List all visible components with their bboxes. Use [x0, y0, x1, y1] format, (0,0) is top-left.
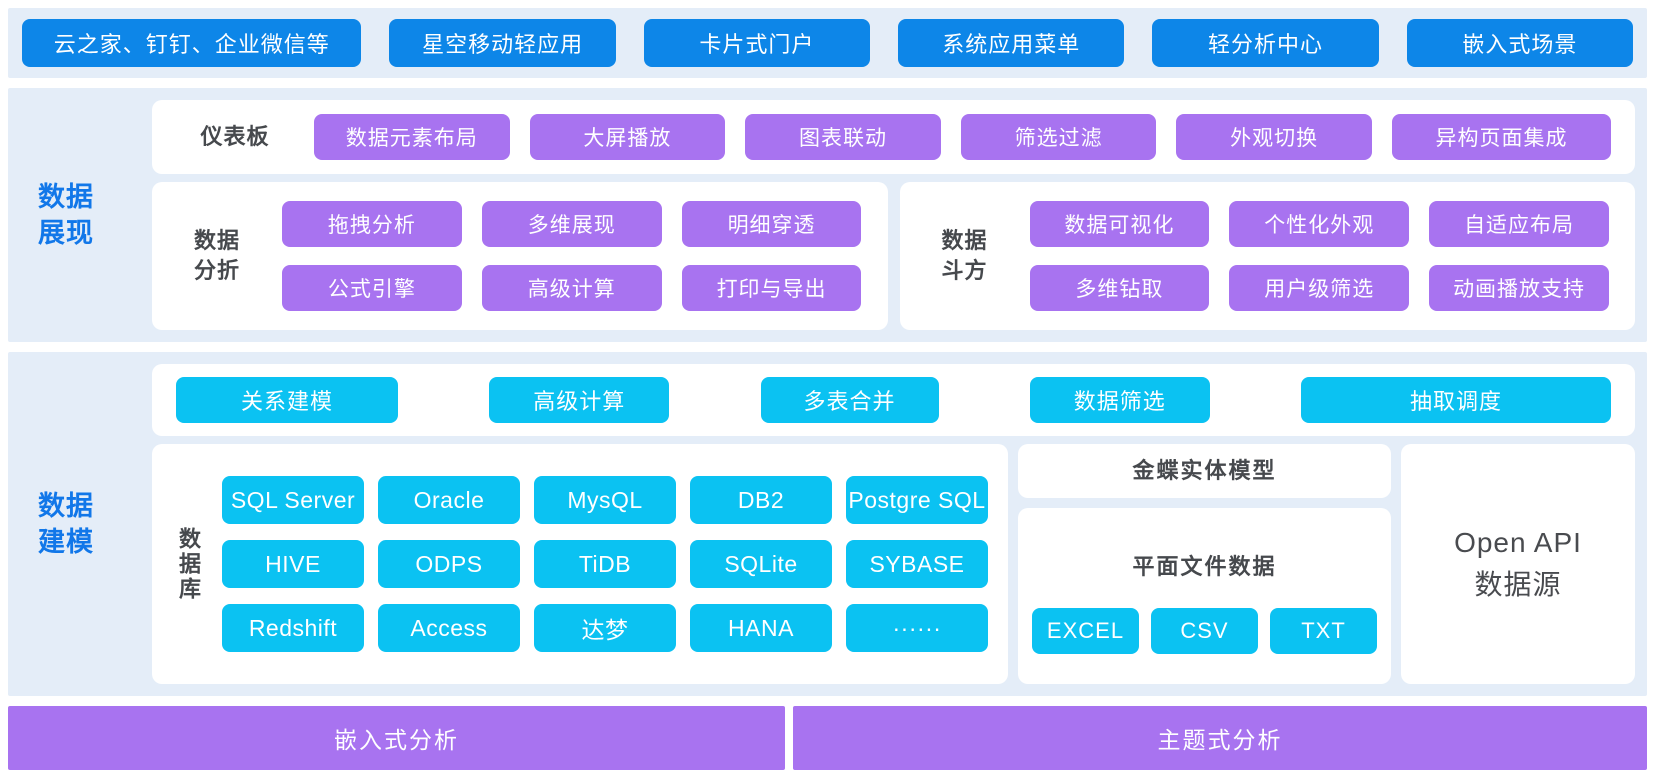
data-doufang-panel: 数据 斗方 数据可视化 个性化外观 自适应布局 多维钻取 用户级筛选 动画播放支… — [899, 182, 1635, 330]
database-button-more[interactable]: ······ — [846, 604, 988, 652]
database-button-hive[interactable]: HIVE — [222, 540, 364, 588]
kingdee-entity-model-label: 金蝶实体模型 — [1132, 458, 1277, 484]
database-button-tidb[interactable]: TiDB — [534, 540, 676, 588]
panel-label-database: 数据库 — [176, 526, 201, 602]
database-button-access[interactable]: Access — [378, 604, 520, 652]
database-panel: 数据库 SQL Server Oracle MysQL DB2 Postgre … — [152, 444, 1008, 684]
doufang-feature-button-personalized-skin[interactable]: 个性化外观 — [1229, 201, 1410, 247]
channel-button-light-analysis-center[interactable]: 轻分析中心 — [1152, 19, 1379, 67]
database-button-sqlite[interactable]: SQLite — [690, 540, 832, 588]
section-title-data-presentation: 数据 展现 — [38, 181, 94, 248]
channel-button-card-portal[interactable]: 卡片式门户 — [643, 19, 871, 67]
database-button-postgresql[interactable]: Postgre SQL — [846, 476, 988, 524]
doufang-feature-button-adaptive-layout[interactable]: 自适应布局 — [1429, 201, 1609, 247]
database-button-dameng[interactable]: 达梦 — [534, 604, 676, 652]
doufang-feature-button-data-visualization[interactable]: 数据可视化 — [1029, 201, 1210, 247]
open-api-datasource-panel: Open API 数据源 — [1401, 444, 1635, 684]
channel-button-yunzhijia-dingtalk-wecom[interactable]: 云之家、钉钉、企业微信等 — [22, 19, 362, 67]
flat-file-button-excel[interactable]: EXCEL — [1032, 608, 1139, 654]
capability-button-advanced-calc[interactable]: 高级计算 — [489, 377, 670, 423]
modeling-capabilities-panel: 关系建模 高级计算 多表合并 数据筛选 抽取调度 — [152, 364, 1635, 436]
kingdee-entity-model-panel: 金蝶实体模型 — [1018, 444, 1391, 498]
analysis-feature-button-formula-engine[interactable]: 公式引擎 — [282, 265, 462, 311]
capability-button-extract-schedule[interactable]: 抽取调度 — [1301, 377, 1611, 423]
channel-button-embedded-scene[interactable]: 嵌入式场景 — [1406, 19, 1634, 67]
analysis-feature-button-multidim-display[interactable]: 多维展现 — [481, 201, 662, 247]
open-api-datasource-label: Open API 数据源 — [1454, 527, 1582, 600]
dashboard-panel: 仪表板 数据元素布局 大屏播放 图表联动 筛选过滤 外观切换 异构页面集成 — [152, 100, 1635, 174]
dashboard-feature-button-chart-linkage[interactable]: 图表联动 — [745, 114, 941, 160]
channel-button-mobile-light-app[interactable]: 星空移动轻应用 — [389, 19, 616, 67]
channel-button-system-app-menu[interactable]: 系统应用菜单 — [898, 19, 1125, 67]
capability-button-data-filter[interactable]: 数据筛选 — [1029, 377, 1210, 423]
dashboard-feature-button-element-layout[interactable]: 数据元素布局 — [314, 114, 510, 160]
analysis-feature-button-print-export[interactable]: 打印与导出 — [681, 265, 862, 311]
dashboard-feature-button-big-screen-play[interactable]: 大屏播放 — [529, 114, 726, 160]
panel-label-dashboard: 仪表板 — [200, 124, 270, 150]
analysis-feature-button-detail-drillthrough[interactable]: 明细穿透 — [681, 201, 862, 247]
access-channels-bar: 云之家、钉钉、企业微信等 星空移动轻应用 卡片式门户 系统应用菜单 轻分析中心 … — [8, 8, 1647, 78]
analysis-feature-button-advanced-calc[interactable]: 高级计算 — [481, 265, 662, 311]
dashboard-feature-button-heterogeneous-page[interactable]: 异构页面集成 — [1391, 114, 1612, 160]
flat-file-data-panel: 平面文件数据 EXCEL CSV TXT — [1018, 508, 1391, 684]
panel-label-data-analysis: 数据 分折 — [193, 228, 240, 283]
database-button-redshift[interactable]: Redshift — [222, 604, 364, 652]
thematic-analysis-bar[interactable]: 主题式分析 — [793, 706, 1647, 770]
dashboard-feature-button-skin-switch[interactable]: 外观切换 — [1176, 114, 1372, 160]
flat-file-button-csv[interactable]: CSV — [1151, 608, 1258, 654]
section-title-data-modeling: 数据 建模 — [38, 490, 94, 557]
section-data-presentation: 数据 展现 仪表板 数据元素布局 大屏播放 图表联动 筛选过滤 外观切换 异构页… — [8, 88, 1647, 342]
embedded-analysis-bar[interactable]: 嵌入式分析 — [8, 706, 785, 770]
flat-file-button-txt[interactable]: TXT — [1270, 608, 1377, 654]
database-button-oracle[interactable]: Oracle — [378, 476, 520, 524]
panel-label-data-doufang: 数据 斗方 — [941, 228, 988, 283]
flat-file-data-label: 平面文件数据 — [1132, 554, 1277, 579]
doufang-feature-button-user-level-filter[interactable]: 用户级筛选 — [1229, 265, 1410, 311]
database-button-hana[interactable]: HANA — [690, 604, 832, 652]
database-button-odps[interactable]: ODPS — [378, 540, 520, 588]
doufang-feature-button-multidim-drill[interactable]: 多维钻取 — [1029, 265, 1210, 311]
database-button-sql-server[interactable]: SQL Server — [222, 476, 364, 524]
bottom-analysis-bars: 嵌入式分析 主题式分析 — [8, 706, 1647, 770]
doufang-feature-button-animation-play[interactable]: 动画播放支持 — [1429, 265, 1609, 311]
section-data-modeling: 数据 建模 关系建模 高级计算 多表合并 数据筛选 抽取调度 数据库 SQL S… — [8, 352, 1647, 696]
analysis-feature-button-drag-drop[interactable]: 拖拽分析 — [282, 201, 462, 247]
database-button-db2[interactable]: DB2 — [690, 476, 832, 524]
data-analysis-panel: 数据 分折 拖拽分析 多维展现 明细穿透 公式引擎 高级计算 打印与导出 — [152, 182, 888, 330]
database-button-sybase[interactable]: SYBASE — [846, 540, 988, 588]
capability-button-relation-modeling[interactable]: 关系建模 — [176, 377, 398, 423]
database-button-mysql[interactable]: MysQL — [534, 476, 676, 524]
dashboard-feature-button-filter[interactable]: 筛选过滤 — [960, 114, 1157, 160]
capability-button-multi-table-merge[interactable]: 多表合并 — [760, 377, 939, 423]
